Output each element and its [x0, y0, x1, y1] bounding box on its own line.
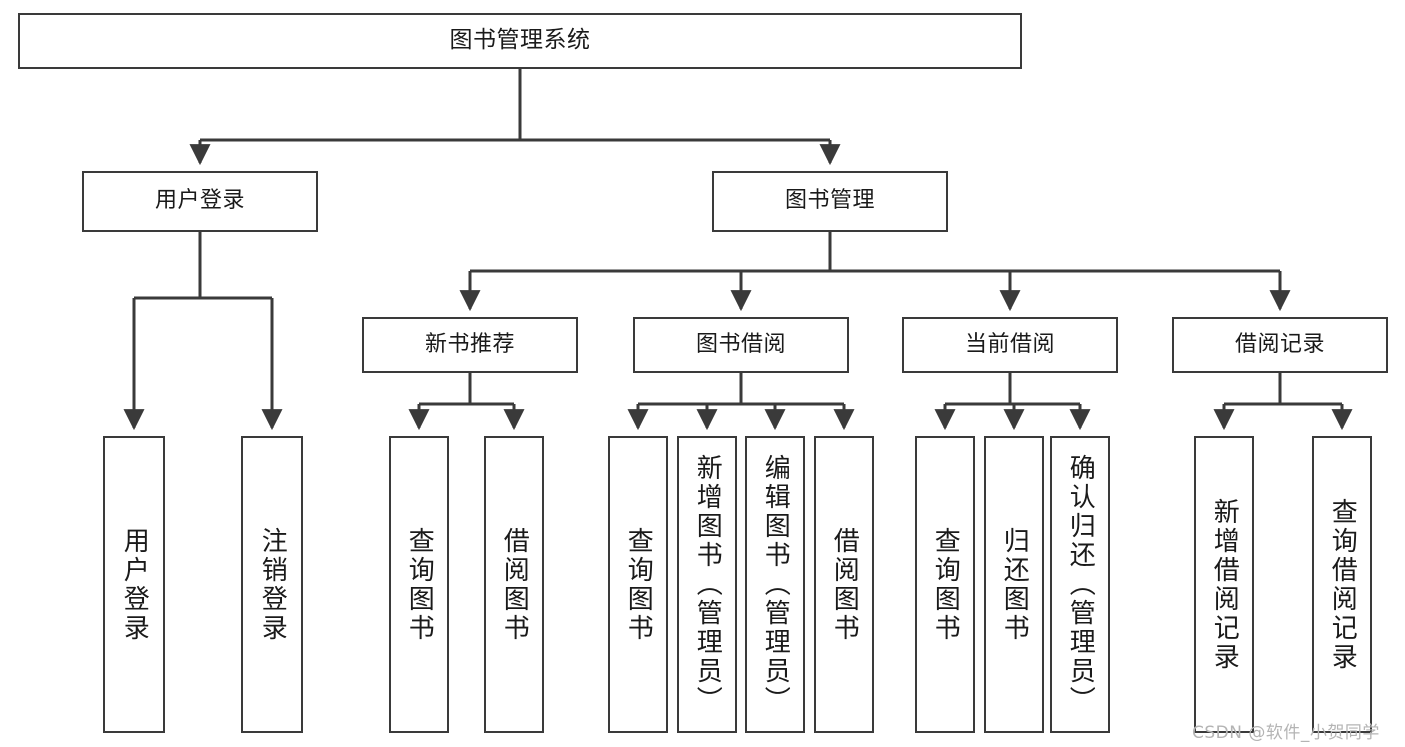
node-leaf-edit-book-admin[interactable]: 编辑图书（管理员）	[745, 436, 805, 733]
node-leaf-confirm-return-admin[interactable]: 确认归还（管理员）	[1050, 436, 1110, 733]
node-book-borrow-label: 图书借阅	[695, 331, 786, 357]
node-leaf-user-logout[interactable]: 注销登录	[241, 436, 303, 733]
node-leaf-query-book-borrow-label: 查询图书	[623, 526, 654, 643]
node-leaf-borrow-book-rec[interactable]: 借阅图书	[484, 436, 544, 733]
node-leaf-borrow-book[interactable]: 借阅图书	[814, 436, 874, 733]
node-leaf-borrow-book-label: 借阅图书	[829, 526, 860, 643]
node-current-borrow[interactable]: 当前借阅	[902, 317, 1118, 373]
node-book-manage-label: 图书管理	[784, 188, 875, 214]
node-leaf-borrow-book-rec-label: 借阅图书	[499, 526, 530, 643]
node-root-label: 图书管理系统	[449, 27, 591, 54]
node-leaf-query-book-cur[interactable]: 查询图书	[915, 436, 975, 733]
node-borrow-record[interactable]: 借阅记录	[1172, 317, 1388, 373]
node-borrow-record-label: 借阅记录	[1234, 331, 1325, 357]
node-user-login-label: 用户登录	[154, 188, 245, 214]
node-leaf-add-book-admin-label: 新增图书（管理员）	[692, 454, 723, 715]
node-leaf-user-login-label: 用户登录	[119, 526, 150, 643]
node-leaf-return-book[interactable]: 归还图书	[984, 436, 1044, 733]
node-new-book-recommend-label: 新书推荐	[424, 331, 515, 357]
node-leaf-query-book-borrow[interactable]: 查询图书	[608, 436, 668, 733]
node-leaf-add-book-admin[interactable]: 新增图书（管理员）	[677, 436, 737, 733]
node-user-login[interactable]: 用户登录	[82, 171, 318, 232]
node-leaf-add-borrow-record-label: 新增借阅记录	[1209, 497, 1240, 672]
node-leaf-edit-book-admin-label: 编辑图书（管理员）	[760, 454, 791, 715]
node-leaf-return-book-label: 归还图书	[999, 526, 1030, 643]
node-leaf-query-book-cur-label: 查询图书	[930, 526, 961, 643]
node-book-borrow[interactable]: 图书借阅	[633, 317, 849, 373]
node-leaf-query-borrow-record-label: 查询借阅记录	[1327, 497, 1358, 672]
csdn-watermark: CSDN @软件_小贺同学	[1192, 723, 1380, 743]
node-root[interactable]: 图书管理系统	[18, 13, 1022, 69]
node-leaf-query-borrow-record[interactable]: 查询借阅记录	[1312, 436, 1372, 733]
node-leaf-user-login[interactable]: 用户登录	[103, 436, 165, 733]
node-leaf-query-book-rec-label: 查询图书	[404, 526, 435, 643]
node-leaf-query-book-rec[interactable]: 查询图书	[389, 436, 449, 733]
node-book-manage[interactable]: 图书管理	[712, 171, 948, 232]
node-new-book-recommend[interactable]: 新书推荐	[362, 317, 578, 373]
node-current-borrow-label: 当前借阅	[964, 331, 1055, 357]
node-leaf-user-logout-label: 注销登录	[257, 526, 288, 643]
node-leaf-add-borrow-record[interactable]: 新增借阅记录	[1194, 436, 1254, 733]
node-leaf-confirm-return-admin-label: 确认归还（管理员）	[1065, 454, 1096, 715]
